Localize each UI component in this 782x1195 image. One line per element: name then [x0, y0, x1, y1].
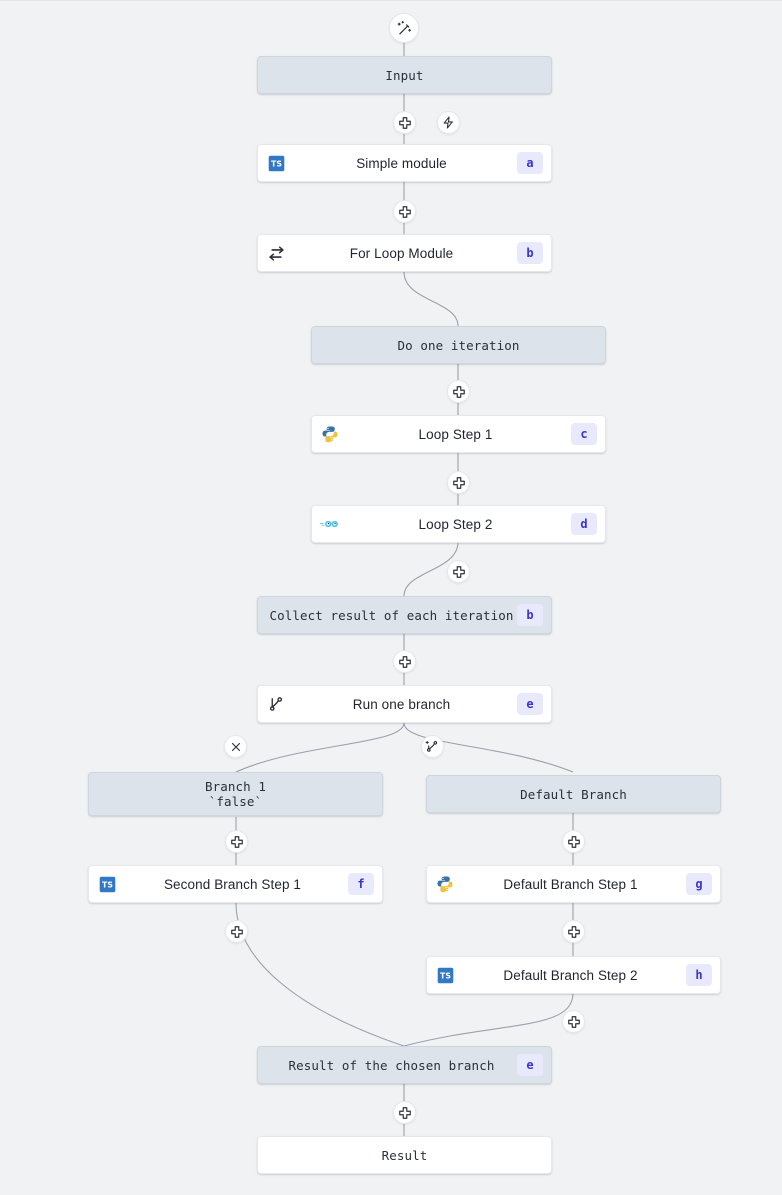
svg-text:TS: TS — [271, 159, 282, 168]
node-do-one-iteration-label: Do one iteration — [397, 337, 520, 353]
node-second-branch-step-1-badge: f — [348, 873, 374, 895]
add-after-second-branch-step-1-button[interactable] — [225, 920, 248, 943]
node-collect-result-badge: b — [517, 604, 543, 626]
add-after-loop-step-1-button[interactable] — [447, 471, 470, 494]
node-simple-module-badge: a — [517, 152, 543, 174]
python-icon — [320, 424, 340, 444]
node-result[interactable]: Result — [257, 1136, 552, 1174]
add-after-default-branch-button[interactable] — [562, 830, 585, 853]
node-result-chosen[interactable]: Result of the chosen branch e — [257, 1046, 552, 1084]
node-default-branch-step-2-badge: h — [686, 964, 712, 986]
node-loop-step-2-label: Loop Step 2 — [418, 516, 493, 532]
node-default-branch[interactable]: Default Branch — [426, 775, 721, 813]
add-after-default-branch-step-1-button[interactable] — [562, 920, 585, 943]
node-branch-1-label: Branch 1 `false` — [204, 779, 266, 809]
typescript-icon: TS — [266, 153, 286, 173]
node-for-loop-module-label: For Loop Module — [349, 245, 454, 261]
add-after-do-one-iteration-button[interactable] — [447, 380, 470, 403]
add-after-branch-1-button[interactable] — [225, 830, 248, 853]
node-default-branch-step-2[interactable]: TS Default Branch Step 2 h — [426, 956, 721, 994]
node-default-branch-step-1[interactable]: Default Branch Step 1 g — [426, 865, 721, 903]
node-result-chosen-label: Result of the chosen branch — [288, 1057, 495, 1073]
node-default-branch-step-1-badge: g — [686, 873, 712, 895]
python-icon — [435, 874, 455, 894]
node-input-label: Input — [385, 67, 424, 83]
node-collect-result[interactable]: Collect result of each iteration b — [257, 596, 552, 634]
node-second-branch-step-1-label: Second Branch Step 1 — [163, 876, 302, 892]
node-loop-step-1[interactable]: Loop Step 1 c — [311, 415, 606, 453]
node-default-branch-label: Default Branch — [520, 786, 627, 802]
node-run-one-branch-badge: e — [517, 693, 543, 715]
node-simple-module-label: Simple module — [356, 155, 447, 171]
typescript-icon: TS — [97, 874, 117, 894]
node-collect-result-label: Collect result of each iteration — [269, 607, 514, 623]
add-after-simple-module-button[interactable] — [393, 200, 416, 223]
add-after-collect-result-button[interactable] — [393, 650, 416, 673]
node-input[interactable]: Input — [257, 56, 552, 94]
loop-icon — [266, 243, 286, 263]
node-default-branch-step-1-label: Default Branch Step 1 — [503, 876, 638, 892]
node-branch-1[interactable]: Branch 1 `false` — [88, 772, 383, 816]
node-loop-step-2[interactable]: Loop Step 2 d — [311, 505, 606, 543]
node-do-one-iteration[interactable]: Do one iteration — [311, 326, 606, 364]
node-run-one-branch-label: Run one branch — [352, 696, 451, 712]
add-after-result-chosen-button[interactable] — [393, 1101, 416, 1124]
node-loop-step-1-label: Loop Step 1 — [418, 426, 493, 442]
add-branch-button[interactable] — [421, 735, 444, 758]
svg-text:TS: TS — [102, 880, 113, 889]
svg-text:TS: TS — [440, 971, 451, 980]
node-default-branch-step-2-label: Default Branch Step 2 — [503, 967, 638, 983]
branch-icon — [266, 694, 286, 714]
node-loop-step-1-badge: c — [571, 423, 597, 445]
add-after-input-button[interactable] — [393, 111, 416, 134]
add-after-loop-step-2-button[interactable] — [447, 560, 470, 583]
add-after-default-branch-step-2-button[interactable] — [562, 1010, 585, 1033]
remove-branch-button[interactable] — [224, 735, 247, 758]
node-simple-module[interactable]: TS Simple module a — [257, 144, 552, 182]
typescript-icon: TS — [435, 965, 455, 985]
go-icon — [320, 514, 340, 534]
magic-wand-icon[interactable] — [389, 13, 419, 43]
node-second-branch-step-1[interactable]: TS Second Branch Step 1 f — [88, 865, 383, 903]
node-for-loop-module[interactable]: For Loop Module b — [257, 234, 552, 272]
node-for-loop-module-badge: b — [517, 242, 543, 264]
node-result-chosen-badge: e — [517, 1054, 543, 1076]
node-result-label: Result — [381, 1147, 428, 1163]
node-run-one-branch[interactable]: Run one branch e — [257, 685, 552, 723]
trigger-after-input-button[interactable] — [437, 111, 460, 134]
node-loop-step-2-badge: d — [571, 513, 597, 535]
